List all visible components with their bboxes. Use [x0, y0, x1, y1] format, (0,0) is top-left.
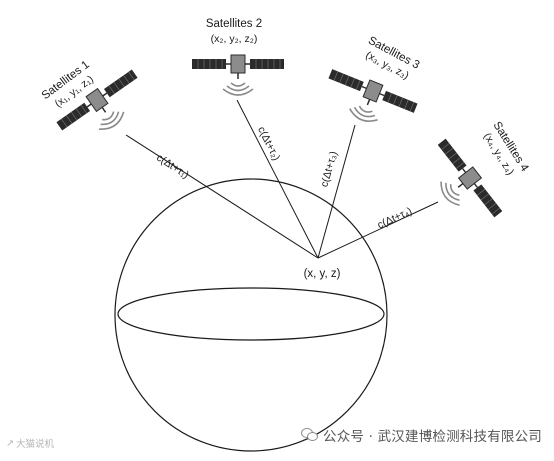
watermark-logo-icon: ↗ — [6, 437, 14, 449]
earth-sphere — [114, 178, 388, 452]
satellite-2-name: Satellites 2 — [206, 18, 262, 30]
range-line-3 — [317, 124, 356, 259]
range-label-3: c(Δt+τ₃) — [318, 150, 340, 189]
wechat-icon — [301, 428, 319, 442]
range-line-1 — [125, 134, 319, 259]
watermark-left: ↗ 大猫说机 — [6, 436, 54, 451]
range-label-1: c(Δt+τ₁) — [154, 152, 191, 182]
earth-equator — [117, 287, 385, 341]
range-line-4 — [317, 201, 439, 259]
range-label-4: c(Δt+τ₄) — [376, 205, 414, 231]
watermark-right: 公众号 · 武汉建博检测科技有限公司 — [301, 425, 542, 445]
receiver-label: (x, y, z) — [304, 268, 341, 280]
range-line-2 — [236, 99, 319, 259]
satellite-2-icon — [191, 54, 285, 96]
watermark-left-text: 大猫说机 — [15, 439, 54, 450]
watermark-right-text: 公众号 · 武汉建博检测科技有限公司 — [323, 429, 542, 445]
satellite-2-coord: (x₂, y₂, z₂) — [211, 33, 258, 45]
